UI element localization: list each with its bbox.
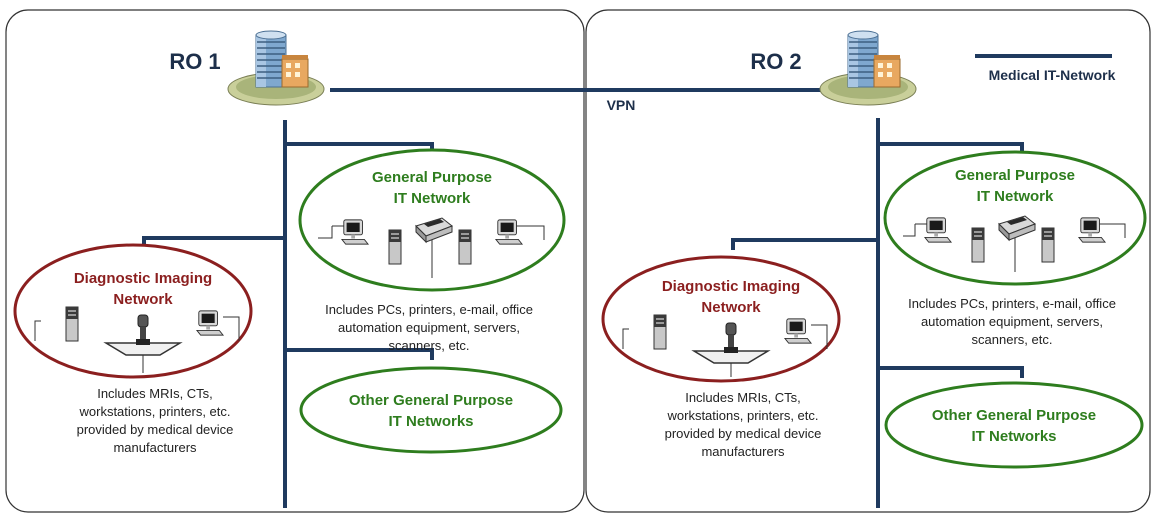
ro1-imaging-desc-line-4: manufacturers	[113, 440, 197, 455]
device-wire	[622, 328, 629, 349]
ro2-branch-other	[878, 366, 1024, 378]
vpn-label: VPN	[607, 97, 636, 113]
ro1-imaging-desc-line-1: Includes MRIs, CTs,	[97, 386, 213, 401]
ro1-imaging-desc-line-2: workstations, printers, etc.	[79, 404, 231, 419]
ro2-general-ellipse	[883, 150, 1147, 286]
device-wire	[34, 320, 41, 341]
ro1-general-title-line-1: General Purpose	[372, 169, 492, 186]
ro1-branch-other	[285, 348, 434, 360]
ro1-other-ellipse	[299, 366, 563, 454]
device-wire	[903, 224, 916, 237]
ro1-imaging-ellipse	[13, 243, 253, 379]
ro2-other-title-line-2: IT Networks	[971, 428, 1056, 445]
ro1-general-title-line-2: IT Network	[394, 190, 471, 207]
ro1-imaging-desc-line-3: provided by medical device	[77, 422, 234, 437]
ro1-imaging-title-line-1: Diagnostic Imaging	[74, 270, 212, 287]
ro1-general-ellipse	[298, 148, 566, 292]
ro2-general-desc-line-3: scanners, etc.	[972, 332, 1053, 347]
ro1-general-desc-line-1: Includes PCs, printers, e-mail, office	[325, 302, 533, 317]
ro2-general-title-line-1: General Purpose	[955, 167, 1075, 184]
server-tower-icon	[1041, 227, 1055, 263]
ro2-imaging-desc-line-4: manufacturers	[701, 444, 785, 459]
device-wire	[318, 226, 333, 239]
ro2-branch-imaging	[731, 238, 878, 250]
ro2-other-title-line-1: Other General Purpose	[932, 407, 1096, 424]
ro1-title: RO 1	[169, 49, 220, 74]
ro1-general-desc-line-2: automation equipment, servers,	[338, 320, 520, 335]
ro2-general-title-line-2: IT Network	[977, 188, 1054, 205]
ro2-imaging-desc-line-2: workstations, printers, etc.	[667, 408, 819, 423]
ro2-title: RO 2	[750, 49, 801, 74]
ro2-imaging-ellipse	[601, 255, 841, 383]
server-tower-icon	[653, 314, 667, 350]
ro2-imaging-title-line-2: Network	[701, 299, 761, 316]
ro2-imaging-desc-line-1: Includes MRIs, CTs,	[685, 390, 801, 405]
server-tower-icon	[458, 229, 472, 265]
ro1-imaging-title-line-2: Network	[113, 291, 173, 308]
server-tower-icon	[388, 229, 402, 265]
ro2-general-desc-line-1: Includes PCs, printers, e-mail, office	[908, 296, 1116, 311]
device-wire	[223, 316, 240, 341]
ro2-other-ellipse	[884, 381, 1144, 469]
legend-label: Medical IT-Network	[989, 67, 1116, 83]
server-tower-icon	[65, 306, 79, 342]
ro1-other-title-line-2: IT Networks	[388, 413, 473, 430]
server-tower-icon	[971, 227, 985, 263]
ro2-imaging-title-line-1: Diagnostic Imaging	[662, 278, 800, 295]
ro2-general-desc-line-2: automation equipment, servers,	[921, 314, 1103, 329]
ro2-imaging-desc-line-3: provided by medical device	[665, 426, 822, 441]
ro1-other-title-line-1: Other General Purpose	[349, 392, 513, 409]
ro1-general-desc-line-3: scanners, etc.	[389, 338, 470, 353]
device-wire	[811, 324, 828, 349]
